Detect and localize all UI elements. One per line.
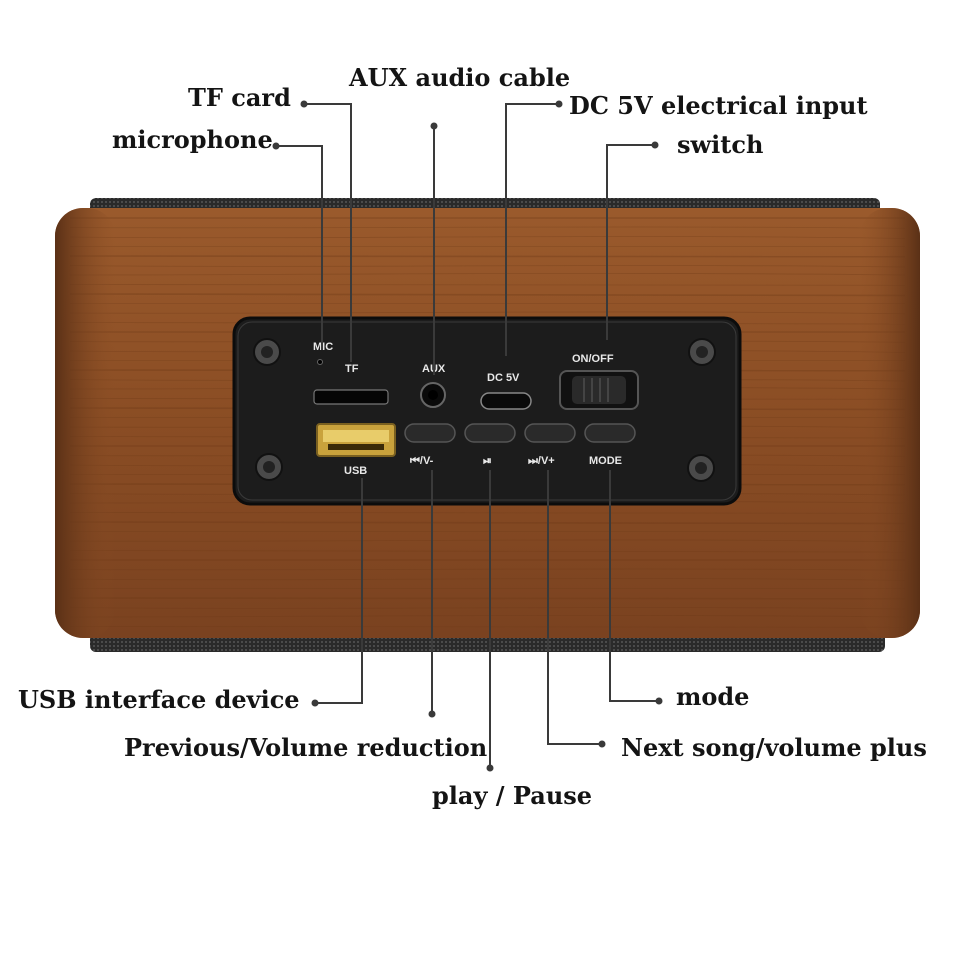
- panel-label-mic: MIC: [313, 341, 333, 353]
- panel-label-usb: USB: [344, 465, 367, 477]
- callout-usb-device: USB interface device: [18, 685, 300, 714]
- leader-lines: [276, 103, 659, 768]
- play-button: [464, 423, 516, 443]
- panel-label-prev: ⏮/V-: [410, 455, 434, 467]
- prev-button: [404, 423, 456, 443]
- next-button: [524, 423, 576, 443]
- leader-next: [547, 470, 602, 745]
- callout-play-pause: play / Pause: [432, 781, 593, 810]
- leader-microphone: [276, 145, 323, 350]
- panel-label-mode: MODE: [589, 455, 622, 467]
- tf-card-slot: [313, 389, 389, 405]
- usb-port: [316, 423, 396, 457]
- screw-top-right: [688, 338, 716, 366]
- callout-next: Next song/volume plus: [621, 733, 927, 762]
- mic-hole: [317, 359, 323, 365]
- leader-mode: [609, 470, 659, 702]
- panel-label-tf: TF: [345, 363, 359, 375]
- callout-mode: mode: [676, 682, 750, 711]
- callout-dc-input: DC 5V electrical input: [569, 91, 868, 120]
- leader-tf-card: [304, 103, 352, 362]
- callout-microphone: microphone: [112, 125, 273, 154]
- mode-button: [584, 423, 636, 443]
- callout-aux-cable: AUX audio cable: [349, 63, 571, 92]
- screw-bottom-left: [255, 453, 283, 481]
- panel-label-dc5v: DC 5V: [487, 372, 520, 384]
- screw-bottom-right: [687, 454, 715, 482]
- panel-label-onoff: ON/OFF: [572, 353, 614, 365]
- dc-input-port: [480, 392, 532, 410]
- panel-label-play: ⏯: [483, 455, 492, 467]
- panel-label-next: ⏭/V+: [528, 455, 555, 467]
- callout-switch: switch: [677, 130, 764, 159]
- leader-switch: [606, 144, 655, 340]
- callout-tf-card: TF card: [188, 83, 291, 112]
- leader-dc-input: [505, 103, 559, 356]
- leader-dots: [272, 100, 663, 772]
- leader-usb: [315, 478, 363, 704]
- callout-previous: Previous/Volume reduction: [124, 733, 488, 762]
- power-switch: [559, 370, 639, 410]
- screw-top-left: [253, 338, 281, 366]
- control-panel: MIC TF USB AUX DC 5V ON/OFF: [232, 316, 742, 506]
